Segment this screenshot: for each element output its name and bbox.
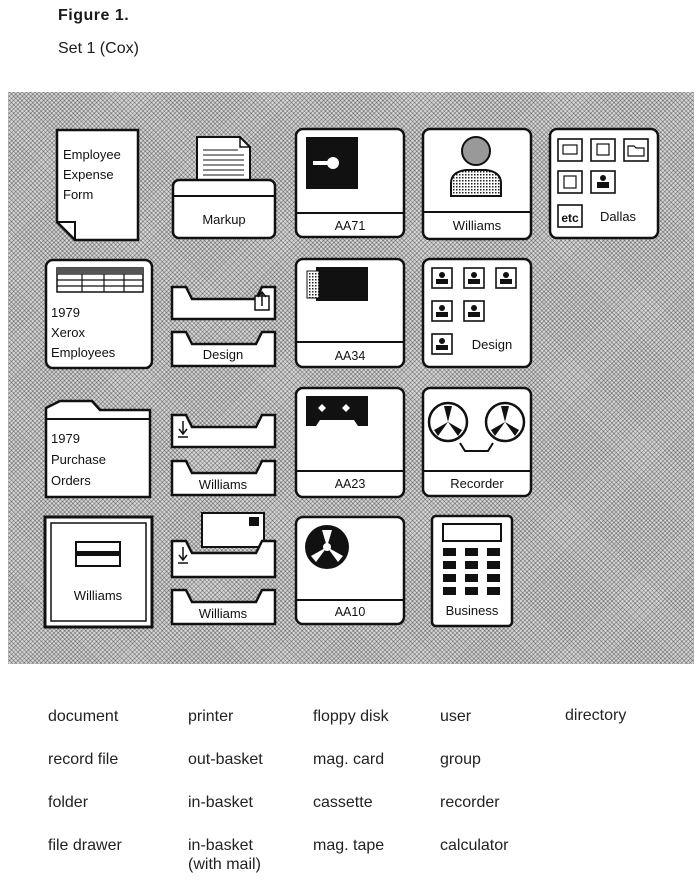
directory-etc-label: etc bbox=[561, 211, 579, 225]
mag-card-icon[interactable]: AA34 bbox=[294, 257, 406, 369]
calculator-label: Business bbox=[446, 603, 499, 618]
document-icon[interactable]: Employee Expense Form bbox=[55, 128, 140, 242]
figure-subtitle: Set 1 (Cox) bbox=[58, 40, 139, 57]
caption-group: group bbox=[440, 751, 481, 768]
printer-label: Markup bbox=[202, 212, 245, 227]
caption-folder: folder bbox=[48, 794, 89, 811]
figure-title: Figure 1. bbox=[58, 7, 130, 24]
floppy-disk-icon[interactable]: AA71 bbox=[294, 127, 406, 239]
caption-user: user bbox=[440, 708, 472, 725]
recorder-icon[interactable]: Recorder bbox=[421, 386, 533, 498]
caption-out-basket: out-basket bbox=[188, 751, 263, 768]
caption-recorder: recorder bbox=[440, 794, 500, 811]
file-drawer-icon[interactable]: Williams bbox=[43, 515, 154, 629]
in-basket-icon[interactable]: Williams bbox=[170, 413, 277, 497]
caption-record-file: record file bbox=[48, 751, 119, 768]
out-basket-label: Design bbox=[203, 347, 243, 362]
record-file-icon[interactable]: 1979 Xerox Employees bbox=[44, 258, 154, 370]
in-basket-label: Williams bbox=[199, 477, 248, 492]
cassette-icon[interactable]: AA23 bbox=[294, 386, 406, 499]
printer-icon[interactable]: Markup bbox=[171, 136, 277, 240]
caption-mag-tape: mag. tape bbox=[313, 837, 385, 854]
document-label-2: Expense bbox=[63, 167, 114, 182]
mag-tape-label: AA10 bbox=[335, 605, 366, 619]
folder-icon[interactable]: 1979 Purchase Orders bbox=[44, 399, 152, 499]
recorder-label: Recorder bbox=[450, 476, 504, 491]
out-basket-icon[interactable]: Design bbox=[170, 285, 277, 368]
caption-in-basket-with-mail: in-basket (with mail) bbox=[188, 837, 261, 873]
caption-calculator: calculator bbox=[440, 837, 509, 854]
in-basket-with-mail-label: Williams bbox=[199, 606, 248, 621]
floppy-disk-label: AA71 bbox=[335, 219, 366, 233]
user-label: Williams bbox=[453, 218, 502, 233]
caption-floppy-disk: floppy disk bbox=[313, 708, 389, 725]
file-drawer-label: Williams bbox=[74, 588, 123, 603]
record-file-label-3: Employees bbox=[51, 345, 116, 360]
caption-directory: directory bbox=[565, 707, 627, 724]
in-basket-with-mail-icon[interactable]: Williams bbox=[170, 512, 277, 626]
record-file-label-2: Xerox bbox=[51, 325, 85, 340]
record-file-label-1: 1979 bbox=[51, 305, 80, 320]
caption-printer: printer bbox=[188, 708, 234, 725]
folder-label-3: Orders bbox=[51, 473, 91, 488]
caption-file-drawer: file drawer bbox=[48, 837, 122, 854]
caption-cassette: cassette bbox=[313, 794, 373, 811]
mag-card-label: AA34 bbox=[335, 349, 366, 363]
user-icon[interactable]: Williams bbox=[421, 127, 533, 241]
folder-label-2: Purchase bbox=[51, 452, 106, 467]
caption-document: document bbox=[48, 708, 119, 725]
group-icon[interactable]: Design bbox=[421, 257, 533, 369]
group-label: Design bbox=[472, 337, 512, 352]
caption-mag-card: mag. card bbox=[313, 751, 385, 768]
document-label-1: Employee bbox=[63, 147, 121, 162]
calculator-icon[interactable]: Business bbox=[430, 514, 514, 628]
cassette-label: AA23 bbox=[335, 477, 366, 491]
document-label-3: Form bbox=[63, 187, 93, 202]
folder-label-1: 1979 bbox=[51, 431, 80, 446]
directory-icon[interactable]: etc Dallas bbox=[548, 127, 660, 240]
mag-tape-icon[interactable]: AA10 bbox=[294, 515, 406, 626]
caption-in-basket: in-basket bbox=[188, 794, 253, 811]
directory-label: Dallas bbox=[600, 209, 637, 224]
